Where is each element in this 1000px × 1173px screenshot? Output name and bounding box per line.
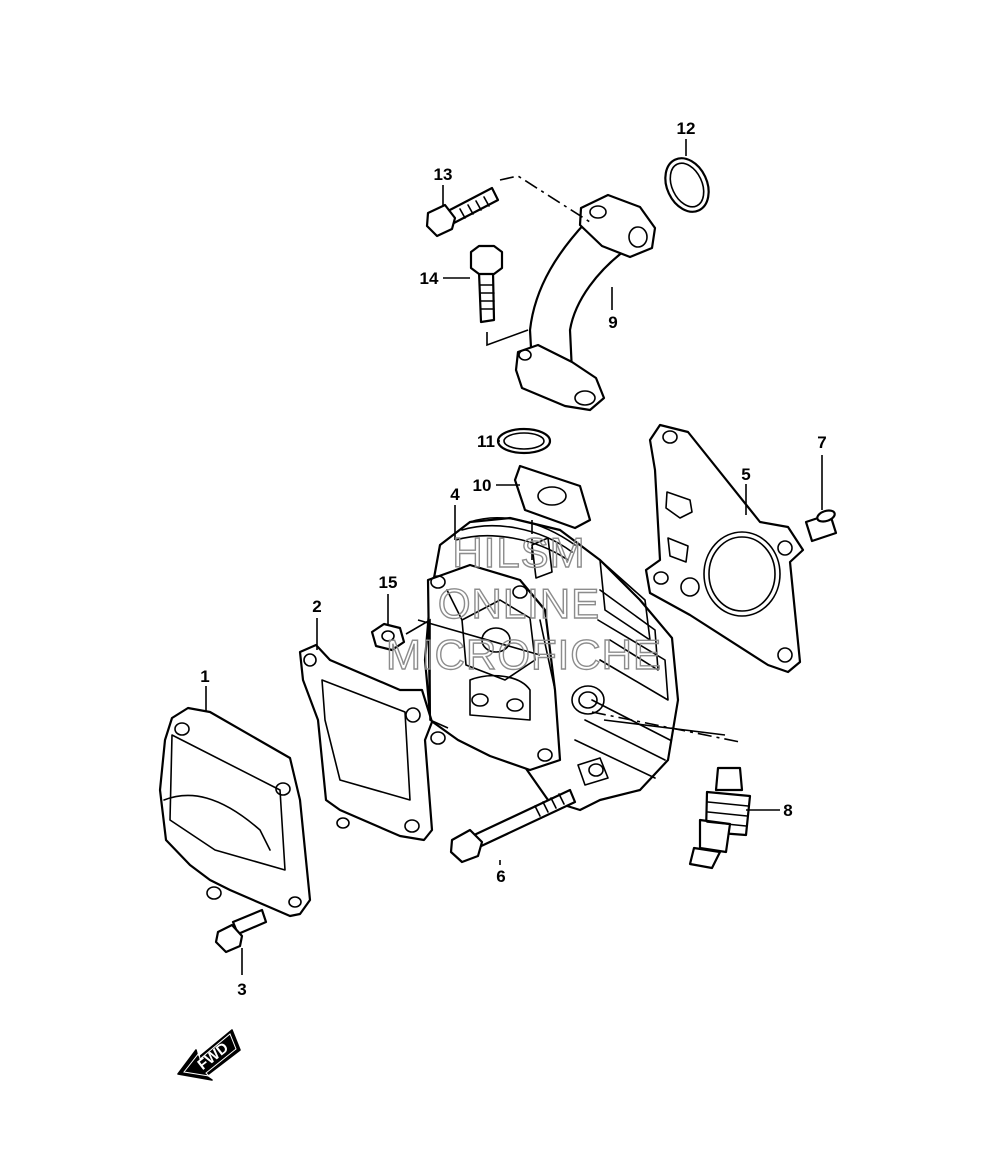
part-1-valve-cover — [158, 706, 312, 918]
callout-13: 13 — [434, 165, 453, 184]
callout-15: 15 — [379, 573, 398, 592]
callout-6: 6 — [496, 867, 505, 886]
part-12-o-ring — [664, 157, 710, 213]
part-8-spark-plug — [688, 766, 752, 870]
watermark: HILSM ONLINE MICROFICHE — [385, 528, 662, 678]
watermark-line-3: MICROFICHE — [386, 631, 662, 678]
callout-11: 11 — [477, 432, 495, 451]
part-15-nut — [370, 622, 406, 652]
callout-3: 3 — [237, 980, 246, 999]
callout-2: 2 — [312, 597, 321, 616]
part-10-gasket — [513, 464, 592, 530]
callout-14: 14 — [420, 269, 439, 288]
assembly-line-15-a — [405, 618, 449, 729]
part-3-bolt — [214, 908, 268, 954]
assembly-line-14 — [486, 329, 529, 347]
part-11-o-ring — [496, 427, 552, 455]
forward-arrow-icon: FWD — [177, 1029, 241, 1081]
callout-1: 1 — [200, 667, 209, 686]
watermark-line-2: ONLINE — [438, 580, 600, 627]
assembly-line-13 — [499, 175, 591, 223]
callout-8: 8 — [783, 801, 792, 820]
part-5-head-gasket — [644, 423, 805, 674]
part-14-bolt — [469, 244, 504, 324]
callout-4: 4 — [450, 485, 460, 504]
watermark-line-1: HILSM — [452, 529, 585, 576]
callout-7: 7 — [817, 433, 826, 452]
assembly-line-8-b — [603, 719, 726, 736]
callout-9: 9 — [608, 313, 617, 332]
part-7-dowel-pin — [804, 509, 838, 543]
callout-10: 10 — [473, 476, 492, 495]
callout-5: 5 — [741, 465, 750, 484]
part-2-cover-gasket — [298, 643, 434, 842]
callout-12: 12 — [677, 119, 696, 138]
assembly-line-15-b — [417, 619, 541, 656]
part-6-long-bolt — [449, 788, 577, 864]
part-9-exhaust-pipe — [514, 193, 657, 412]
part-13-bolt — [425, 186, 500, 238]
part-4-cylinder-head — [423, 516, 680, 812]
callout-leaders — [205, 139, 823, 975]
